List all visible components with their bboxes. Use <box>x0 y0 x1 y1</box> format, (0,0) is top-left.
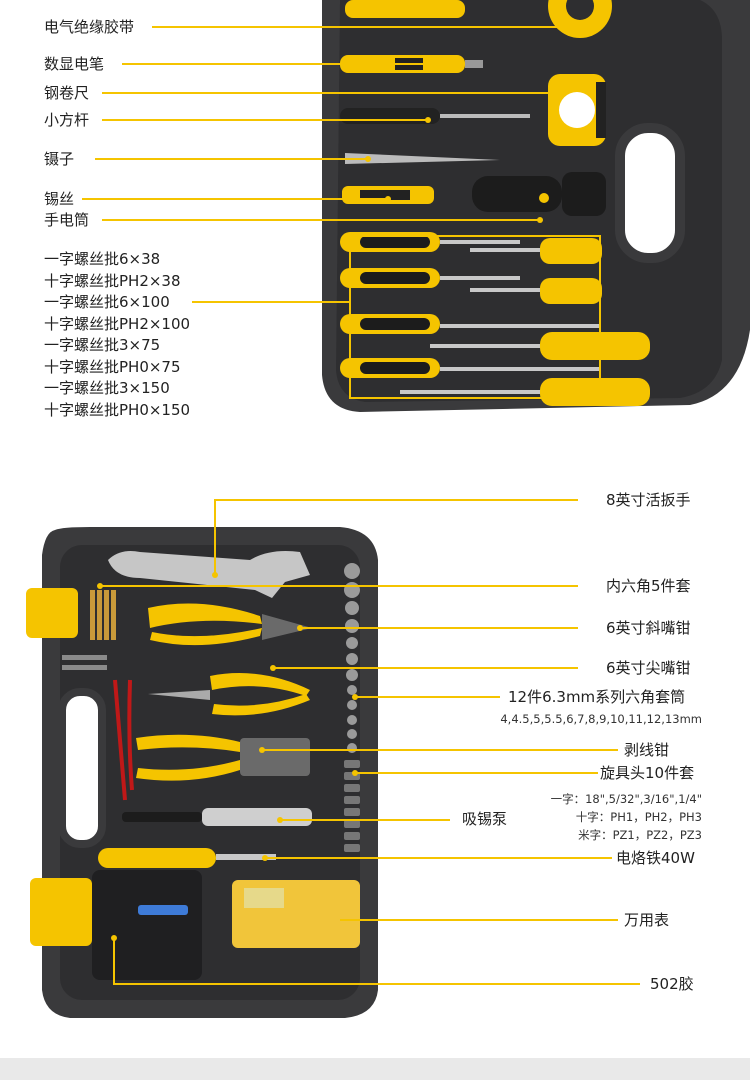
screwdriver-item: 一字螺丝批6×100 <box>44 293 170 311</box>
bottom-leader-dots <box>97 572 358 941</box>
screwdriver-item: 十字螺丝批PH2×38 <box>44 271 181 290</box>
bottom-case <box>26 527 378 1018</box>
top-leader-dots <box>365 24 563 223</box>
label-square-rod: 小方杆 <box>44 111 90 129</box>
label-bits: 旋具头10件套 <box>600 764 695 782</box>
screwdriver-item: 十字螺丝批PH2×100 <box>44 314 191 333</box>
solder-pump-graphic <box>122 808 312 826</box>
bottom-bar <box>0 1058 750 1080</box>
tweezers-graphic <box>345 153 500 164</box>
case-handle <box>615 123 685 263</box>
hex-keys-graphic <box>62 590 116 670</box>
top-case <box>322 0 750 412</box>
label-sockets: 12件6.3mm系列六角套筒 <box>508 688 686 706</box>
top-latch <box>26 588 78 638</box>
screwdriver-list: 一字螺丝批6×38 十字螺丝批PH2×38 一字螺丝批6×100 十字螺丝批PH… <box>44 250 190 419</box>
screwdriver-highlight-box <box>349 235 601 399</box>
socket-column-graphic <box>344 563 360 753</box>
flashlight-graphic <box>472 176 562 212</box>
top-leader-lines <box>82 26 560 303</box>
label-insulation-tape: 电气绝缘胶带 <box>44 18 135 36</box>
label-solder-wire: 锡丝 <box>44 190 75 208</box>
soldering-iron-graphic <box>98 848 276 868</box>
label-wire-stripper: 剥线钳 <box>624 741 670 759</box>
bottom-latch <box>30 878 92 946</box>
case-side-handle <box>58 688 106 848</box>
bits-phillips-sizes: 十字：PH1，PH2，PH3 <box>575 810 702 824</box>
label-wrench: 8英寸活扳手 <box>606 491 691 509</box>
label-needle-pliers: 6英寸尖嘴钳 <box>606 659 691 677</box>
screwdriver-item: 十字螺丝批PH0×150 <box>44 400 191 419</box>
label-voltage-pen: 数显电笔 <box>44 55 105 73</box>
wire-stripper-graphic <box>136 734 310 781</box>
bits-pozi-sizes: 米字：PZ1，PZ2，PZ3 <box>578 828 702 842</box>
diagonal-pliers-graphic <box>148 603 312 646</box>
bits-column-graphic <box>344 760 360 852</box>
label-tweezers: 镊子 <box>44 150 75 168</box>
bits-slot-sizes: 一字：18",5/32",3/16",1/4" <box>550 792 702 806</box>
label-flashlight: 手电筒 <box>44 211 90 229</box>
screwdriver-item: 一字螺丝批3×75 <box>44 336 161 354</box>
screwdriver-item: 十字螺丝批PH0×75 <box>44 357 181 376</box>
label-diagonal-pliers: 6英寸斜嘴钳 <box>606 619 691 637</box>
label-glue: 502胶 <box>650 975 694 993</box>
label-solder-pump: 吸锡泵 <box>462 810 508 828</box>
label-multimeter: 万用表 <box>624 911 670 929</box>
label-tape-measure: 钢卷尺 <box>44 84 90 102</box>
cable-compartment <box>92 870 202 980</box>
label-soldering-iron: 电烙铁40W <box>616 849 695 867</box>
screwdriver-item: 一字螺丝批3×150 <box>44 379 170 397</box>
glue-graphic <box>138 905 188 915</box>
needle-pliers-graphic <box>148 673 310 716</box>
screwdriver-item: 一字螺丝批6×38 <box>44 250 161 268</box>
bottom-leader-lines <box>100 499 640 985</box>
test-leads-graphic <box>113 679 134 801</box>
socket-sizes: 4,4.5,5,5.5,6,7,8,9,10,11,12,13mm <box>500 712 702 726</box>
label-hex-keys: 内六角5件套 <box>606 577 691 595</box>
square-rod-graphic <box>340 108 440 124</box>
